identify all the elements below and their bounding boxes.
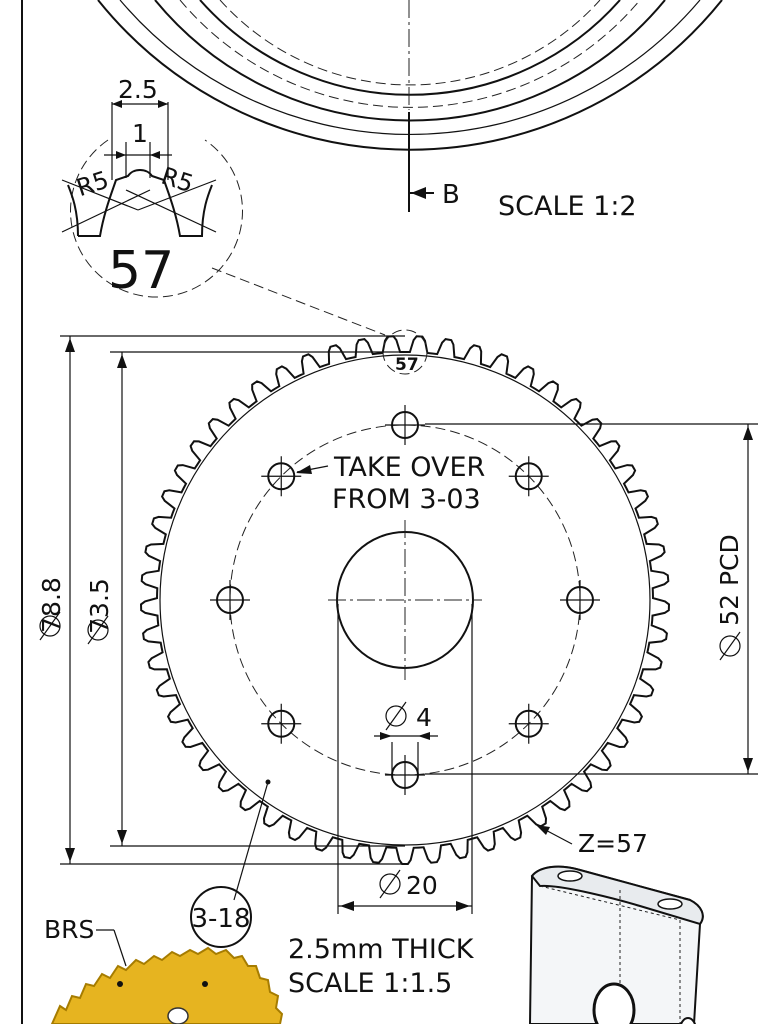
brass-gear-shape <box>50 946 284 1024</box>
dim-root <box>87 351 405 847</box>
dim-hole <box>374 701 438 772</box>
part-3d-render <box>528 865 704 1024</box>
detail-view <box>61 100 386 336</box>
detail-width-inner: 1 <box>132 119 148 148</box>
scale-main: SCALE 1:1.5 <box>288 968 452 999</box>
thickness-note: 2.5mm THICK <box>288 934 475 965</box>
bolt-hole <box>508 456 549 497</box>
root-circle <box>159 354 651 846</box>
section-line-b <box>408 0 434 212</box>
bolt-hole <box>261 456 302 497</box>
part-number: 3-18 <box>191 904 250 934</box>
top-view-arcs <box>97 0 723 151</box>
dim-root-label: 73.5 <box>85 578 114 634</box>
dim-pcd-label: 52 PCD <box>715 534 744 626</box>
brass-gear-image <box>50 929 284 1024</box>
dim-bore <box>337 604 473 914</box>
gear-front-view <box>139 329 671 865</box>
detail-number: 57 <box>108 241 174 301</box>
bolt-hole <box>508 703 549 744</box>
take-over-line1: TAKE OVER <box>333 452 485 483</box>
tooth-count-leader <box>536 825 573 845</box>
dim-outer-label: 78.8 <box>37 577 66 633</box>
detail-radius-left: R5 <box>73 166 112 203</box>
tooth-count: Z=57 <box>578 829 648 858</box>
detail-width-outer: 2.5 <box>118 75 158 104</box>
take-over-line2: FROM 3-03 <box>332 484 481 515</box>
part-hole <box>592 982 636 1024</box>
detail-radius-right: R5 <box>158 162 197 199</box>
take-over-leader <box>296 465 329 474</box>
bolt-hole <box>560 580 600 620</box>
scale-top: SCALE 1:2 <box>498 191 637 222</box>
bolt-hole <box>385 755 425 795</box>
bolt-holes <box>210 405 600 795</box>
dim-outer <box>39 335 405 865</box>
bolt-hole <box>210 580 250 620</box>
part-balloon <box>190 781 269 948</box>
bolt-hole <box>385 405 425 445</box>
dim-pcd <box>425 423 758 775</box>
detail-marker: 57 <box>395 355 419 375</box>
material-label: BRS <box>44 915 94 944</box>
bolt-hole <box>261 703 302 744</box>
dim-bore-label: 20 <box>406 871 438 900</box>
section-label: B <box>442 180 460 210</box>
dim-hole-label: 4 <box>416 703 432 732</box>
